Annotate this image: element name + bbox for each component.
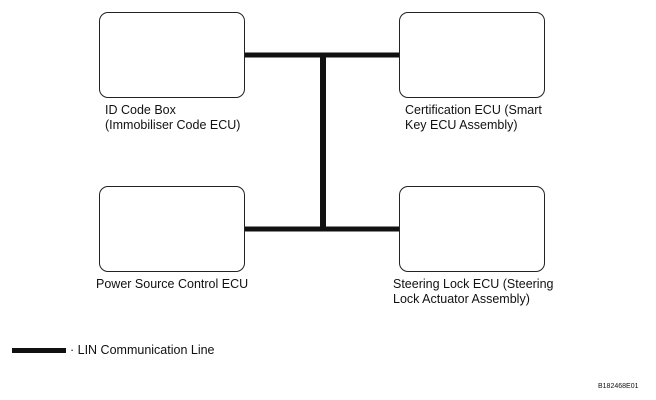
certification-ecu-label-line1: Certification ECU (Smart xyxy=(405,103,542,117)
id-code-box-label: ID Code Box (Immobiliser Code ECU) xyxy=(105,103,240,133)
legend-lin-line-swatch xyxy=(12,348,66,353)
steering-lock-ecu-label-line1: Steering Lock ECU (Steering xyxy=(393,277,554,291)
steering-lock-ecu-label: Steering Lock ECU (Steering Lock Actuato… xyxy=(393,277,554,307)
power-source-ecu-label: Power Source Control ECU xyxy=(96,277,248,292)
certification-ecu-label: Certification ECU (Smart Key ECU Assembl… xyxy=(405,103,542,133)
legend-lin-line-label: · LIN Communication Line xyxy=(70,343,215,357)
power-source-ecu-label-line1: Power Source Control ECU xyxy=(96,277,249,291)
figure-id: B182468E01 xyxy=(598,383,639,390)
power-source-ecu-box xyxy=(99,186,245,272)
certification-ecu-label-line2: Key ECU Assembly) xyxy=(405,118,518,132)
steering-lock-ecu-label-line2: Lock Actuator Assembly) xyxy=(393,292,530,306)
id-code-box xyxy=(99,12,245,98)
steering-lock-ecu-box xyxy=(399,186,545,272)
id-code-box-label-line1: ID Code Box xyxy=(105,103,176,117)
id-code-box-label-line2: (Immobiliser Code ECU) xyxy=(105,118,241,132)
certification-ecu-box xyxy=(399,12,545,98)
